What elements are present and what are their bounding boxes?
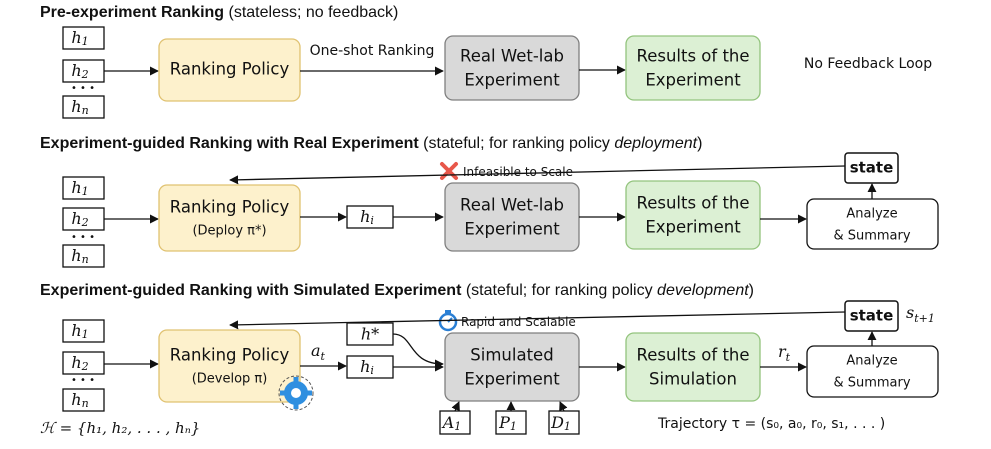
hypothesis-dots: • • • [71,83,95,94]
analyze-line2-2: & Summary [833,229,910,244]
ranking-policy-sub-3: (Develop π) [192,372,268,387]
hypothesis-h2-label: h2 [71,61,88,82]
hypothesis-dots: • • • [71,232,95,243]
state-box-3 [844,300,899,332]
hypothesis-box-h2 [62,351,105,375]
ranking-policy-label-3: Ranking Policy [170,346,290,365]
feedback-arrow-3 [229,311,846,330]
hypothesis-h2-label: h2 [71,209,88,230]
feedback-arrow-2 [229,165,846,185]
hypothesis-box-hn [62,388,105,412]
real-experiment-box-2 [444,182,580,252]
gear-icon [278,375,314,411]
state-box-2 [844,152,899,184]
results-line1-2: Results of the [636,194,749,213]
next-state-label: st+1 [906,303,935,325]
selected-hypothesis-label-2: hi [360,207,374,228]
hypothesis-h2-label: h2 [71,353,88,374]
results-line2-2: Experiment [645,218,741,237]
infeasible-x-icon [440,162,458,180]
selected-hypothesis-label-3: hi [360,357,374,378]
analyze-line1-3: Analyze [846,354,897,369]
ranking-policy-sub-2: (Deploy π*) [192,224,266,239]
analyze-line1-2: Analyze [846,207,897,222]
reward-label: rt [778,342,791,364]
real-experiment-line2-1: Experiment [464,71,560,90]
hypotheses-list-2: h1 h2 • • • hn [62,176,105,268]
hypothesis-dots: • • • [71,375,95,386]
real-experiment-line1-2: Real Wet-lab [460,196,564,215]
arrow-hstar-to-simulation [392,333,444,369]
results-box-3 [625,332,761,402]
simulated-experiment-box [444,332,580,402]
results-line2-3: Simulation [649,370,737,389]
hypothesis-box-hn [62,95,105,119]
hypothesis-set-label: ℋ = {h₁, h₂, . . . , hₙ} [40,419,200,437]
section-2-title: Experiment-guided Ranking with Real Expe… [40,135,702,152]
hypothesis-box-h1 [62,26,105,50]
state-label-3: state [850,307,894,325]
trajectory-label: Trajectory τ = (s₀, a₀, r₀, s₁, . . . ) [657,416,885,432]
stopwatch-icon [438,310,458,332]
hstar-label: h* [361,325,379,344]
analyze-line2-3: & Summary [833,376,910,391]
results-box-1 [625,35,761,101]
input-label-p1: P1 [498,413,517,434]
results-line2-1: Experiment [645,71,741,90]
arrow-d1-to-simulation [559,401,568,412]
ranking-policy-label-2: Ranking Policy [170,198,290,217]
simulated-experiment-line2: Experiment [464,370,560,389]
ranking-policy-box-1 [158,38,301,102]
hypothesis-box-h1 [62,176,105,200]
hypothesis-hn-label: hn [71,97,88,118]
hypothesis-hn-label: hn [71,390,88,411]
hypothesis-h1-label: h1 [71,178,88,199]
input-label-d1: D1 [550,413,571,434]
state-label-2: state [850,159,894,177]
no-feedback-loop-label: No Feedback Loop [804,56,932,72]
infeasible-label: Infeasible to Scale [463,165,573,179]
input-label-a1: A1 [441,413,462,434]
rapid-scalable-label: Rapid and Scalable [461,315,576,329]
hypothesis-hn-label: hn [71,246,88,267]
hypothesis-h1-label: h1 [71,321,88,342]
results-box-2 [625,180,761,250]
results-line1-1: Results of the [636,47,749,66]
action-label: at [311,341,326,363]
real-experiment-line1-1: Real Wet-lab [460,47,564,66]
hypotheses-list-1: h1 h2 • • • hn [62,26,105,119]
real-experiment-line2-2: Experiment [464,220,560,239]
ranking-policy-label-1: Ranking Policy [170,60,290,79]
arrow-a1-to-simulation [451,401,460,412]
section-1-title: Pre-experiment Ranking (stateless; no fe… [40,4,398,21]
hypothesis-h1-label: h1 [71,28,88,49]
one-shot-ranking-label: One-shot Ranking [310,43,435,59]
hypotheses-list-3: h1 h2 • • • hn [62,319,105,412]
simulated-experiment-line1: Simulated [470,346,553,365]
results-line1-3: Results of the [636,346,749,365]
section-3-title: Experiment-guided Ranking with Simulated… [40,282,754,299]
hypothesis-box-h1 [62,319,105,343]
simulation-inputs: A1 P1 D1 [439,410,580,435]
ranking-policy-box-2 [158,184,301,252]
real-experiment-box-1 [444,35,580,101]
hypothesis-box-hn [62,244,105,268]
ranking-policy-box-3 [158,329,301,403]
